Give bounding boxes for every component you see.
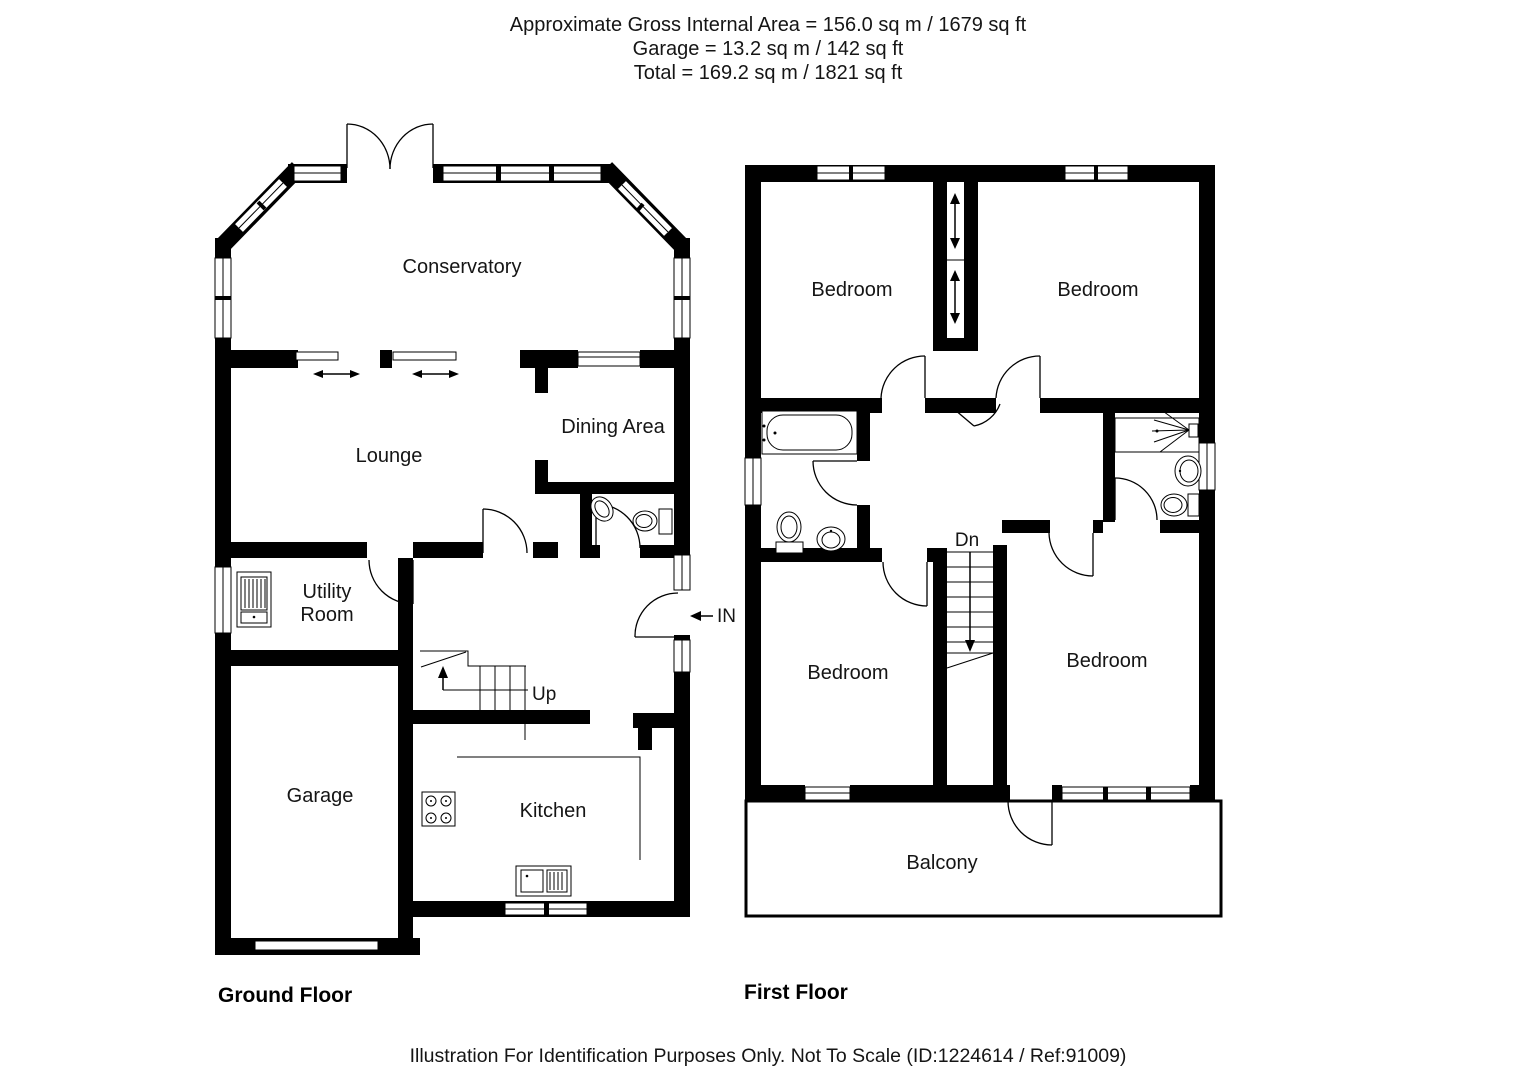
ground-floor-title: Ground Floor (218, 984, 352, 1007)
ground-floor-fixtures (236, 496, 673, 897)
entrance-arrow-icon (690, 611, 713, 621)
first-floor-windows (744, 165, 1216, 801)
room-label-bedroom-top-right: Bedroom (1057, 279, 1138, 301)
cupboard-slide-arrows (947, 193, 964, 324)
entrance-label: IN (717, 606, 736, 627)
room-label-utility-line2: Room (300, 604, 353, 626)
room-label-dining-area: Dining Area (561, 416, 665, 438)
washer-icon (236, 571, 272, 628)
ground-floor-stairs-up (420, 650, 528, 740)
french-doors (346, 123, 434, 170)
first-floor-doors (812, 355, 1158, 846)
header-line-gross-area: Approximate Gross Internal Area = 156.0 … (510, 14, 1027, 36)
room-label-kitchen: Kitchen (520, 800, 587, 822)
sliding-door-arrows (313, 370, 459, 378)
kitchen-sink-icon (515, 865, 572, 897)
room-label-conservatory: Conservatory (403, 256, 522, 278)
shower-room-toilet-icon (1160, 493, 1200, 517)
first-floor-title: First Floor (744, 981, 848, 1004)
room-label-bedroom-bottom-right: Bedroom (1066, 650, 1147, 672)
ground-floor-plan: Conservatory Lounge Dining Area Utility … (214, 123, 736, 1007)
header-line-garage-area: Garage = 13.2 sq m / 142 sq ft (633, 38, 904, 60)
first-floor-fixtures (761, 408, 1202, 554)
first-floor-walls (745, 165, 1215, 801)
room-label-bedroom-bottom-left: Bedroom (807, 662, 888, 684)
header-area-summary: Approximate Gross Internal Area = 156.0 … (510, 14, 1027, 84)
first-floor-stairs-down (946, 551, 994, 669)
hob-icon (421, 791, 456, 827)
footer-disclaimer: Illustration For Identification Purposes… (410, 1045, 1127, 1067)
ground-floor-windows (214, 165, 691, 951)
ground-floor-doors (313, 123, 713, 638)
bathroom-sink-icon (816, 526, 846, 552)
room-label-utility-line1: Utility (303, 581, 352, 603)
room-label-balcony: Balcony (906, 852, 977, 874)
garage-door (254, 940, 379, 951)
balcony-outline (744, 799, 1223, 918)
bath-icon (761, 410, 858, 455)
stairs-up-label: Up (532, 684, 556, 705)
ground-floor-labels: Conservatory Lounge Dining Area Utility … (287, 256, 736, 822)
bathroom-toilet-icon (775, 511, 804, 554)
first-floor-labels: Bedroom Bedroom Bedroom Bedroom Dn Balco… (807, 279, 1147, 874)
shower-icon (1114, 408, 1200, 453)
room-label-bedroom-top-left: Bedroom (811, 279, 892, 301)
wc-toilet-icon (632, 508, 673, 535)
room-label-garage: Garage (287, 785, 354, 807)
wc-sink-icon (590, 496, 614, 522)
header-line-total-area: Total = 169.2 sq m / 1821 sq ft (634, 62, 903, 84)
stairs-down-label: Dn (955, 530, 979, 551)
ground-floor-walls (215, 162, 691, 955)
first-floor-plan: Bedroom Bedroom Bedroom Bedroom Dn Balco… (744, 165, 1223, 1004)
shower-room-sink-icon (1174, 455, 1202, 487)
room-label-lounge: Lounge (356, 445, 423, 467)
kitchen-counter (457, 756, 641, 860)
